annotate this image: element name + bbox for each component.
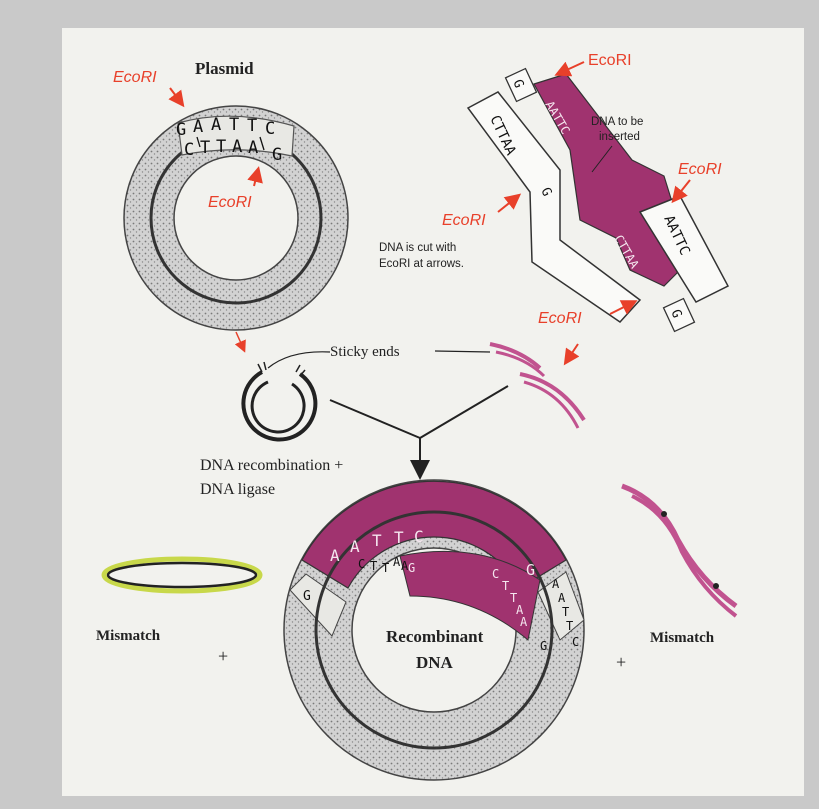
dna-cut-note-line1: DNA is cut with xyxy=(379,242,456,254)
arrow-to-cut-insert xyxy=(566,344,578,362)
svg-text:T: T xyxy=(229,115,239,135)
mismatch-plasmid-inner xyxy=(108,563,256,587)
svg-text:A: A xyxy=(393,555,401,569)
recomb-g-left: G xyxy=(303,589,311,604)
svg-text:C: C xyxy=(358,557,365,571)
ecori-arrow-plasmid-top xyxy=(170,88,182,104)
arrow-to-cut-plasmid xyxy=(236,332,244,350)
dna-cut-note-line2: EcoRI at arrows. xyxy=(379,258,464,270)
svg-text:A: A xyxy=(558,591,566,605)
sticky-ends-label: Sticky ends xyxy=(330,344,400,360)
plasmid-title: Plasmid xyxy=(195,59,254,78)
ecori-label-insert-top: EcoRI xyxy=(588,52,632,69)
svg-text:T: T xyxy=(370,559,377,573)
svg-text:T: T xyxy=(502,579,509,593)
svg-text:C: C xyxy=(265,119,275,139)
mismatch-label-right: Mismatch xyxy=(650,630,715,646)
recombinant-label-line2: DNA xyxy=(416,653,454,672)
cut-plasmid-icon xyxy=(243,362,315,440)
svg-text:A: A xyxy=(193,117,203,137)
svg-text:A: A xyxy=(401,559,409,573)
recomb-g-inner-left: G xyxy=(408,561,415,575)
svg-text:A: A xyxy=(248,138,258,158)
ecori-arrow-insert-left xyxy=(498,196,518,212)
svg-text:C: C xyxy=(572,635,579,649)
recombinant-label-line1: Recombinant xyxy=(386,627,484,646)
svg-text:C: C xyxy=(492,567,499,581)
svg-text:A: A xyxy=(330,546,340,565)
recomb-g-right: G xyxy=(526,561,535,579)
svg-text:T: T xyxy=(372,531,382,550)
svg-text:T: T xyxy=(562,605,569,619)
svg-text:T: T xyxy=(200,138,210,158)
svg-text:C: C xyxy=(414,527,424,546)
merge-line-right xyxy=(420,386,508,438)
merge-line-left xyxy=(330,400,420,438)
svg-text:A: A xyxy=(350,537,360,556)
svg-text:A: A xyxy=(552,577,560,591)
svg-text:T: T xyxy=(394,528,404,547)
svg-text:A: A xyxy=(211,115,221,135)
dna-to-insert-line2: inserted xyxy=(599,131,640,143)
svg-text:T: T xyxy=(382,561,389,575)
svg-text:G: G xyxy=(272,145,282,165)
ecori-arrow-insert-top xyxy=(558,62,584,74)
ecori-label-insert-left: EcoRI xyxy=(442,212,486,229)
ecori-arrow-insert-right xyxy=(674,180,690,200)
svg-text:T: T xyxy=(566,619,573,633)
mismatch-label-left: Mismatch xyxy=(96,628,161,644)
svg-text:C: C xyxy=(184,140,194,160)
ecori-label-insert-bottom: EcoRI xyxy=(538,310,582,327)
insert-dna-strands xyxy=(468,69,728,332)
recomb-g-bottom: G xyxy=(540,639,547,653)
svg-text:T: T xyxy=(247,116,257,136)
plus-left: + xyxy=(218,646,228,666)
svg-text:G: G xyxy=(176,120,186,140)
dna-to-insert-line1: DNA to be xyxy=(591,116,643,128)
recombination-line2: DNA ligase xyxy=(200,481,275,498)
ecori-label-insert-right: EcoRI xyxy=(678,161,722,178)
ecori-label-plasmid-top: EcoRI xyxy=(113,69,157,86)
svg-text:T: T xyxy=(216,137,226,157)
plus-right: + xyxy=(616,652,626,672)
recombination-line1: DNA recombination + xyxy=(200,457,343,474)
mismatch-insert-strands xyxy=(622,486,736,616)
ecori-label-plasmid-inner: EcoRI xyxy=(208,194,252,211)
svg-text:A: A xyxy=(520,615,528,629)
svg-text:A: A xyxy=(232,137,242,157)
sticky-ends-pointer-right xyxy=(435,351,490,352)
